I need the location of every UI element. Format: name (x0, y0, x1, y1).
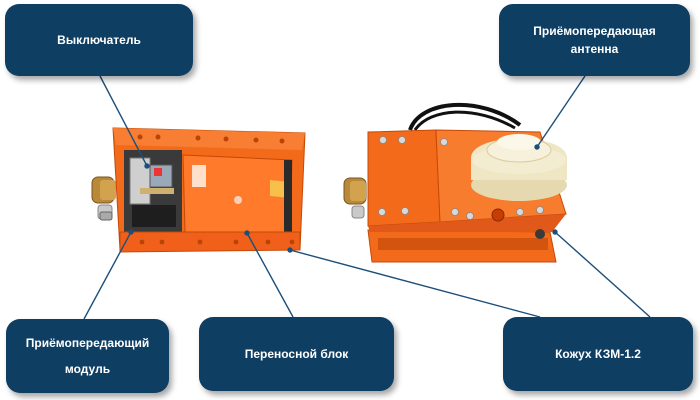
right-lid-screws (378, 136, 544, 220)
callout-module: Приёмопередающий модуль (6, 319, 169, 393)
callout-casing: Кожух КЗМ-1.2 (503, 317, 693, 391)
leader-module (83, 231, 132, 320)
leader-casing-right-tip (552, 229, 558, 235)
left-device (91, 127, 306, 253)
leader-portable-tip (244, 230, 250, 236)
leader-casing-right (554, 231, 651, 318)
callout-casing-label: Кожух КЗМ-1.2 (555, 347, 641, 361)
leader-switch-tip (144, 163, 150, 169)
leader-portable (246, 232, 294, 318)
switch-mechanism (129, 157, 176, 227)
leader-lines (83, 75, 651, 320)
leader-module-tip (128, 229, 134, 235)
callout-module-label: Приёмопередающий модуль (25, 336, 150, 376)
portable-block (182, 154, 293, 233)
leader-casing-left (289, 249, 541, 318)
callout-portable-block: Переносной блок (199, 317, 394, 391)
leader-antenna (536, 75, 586, 148)
callout-switch: Выключатель (5, 4, 193, 76)
callout-portable-block-label: Переносной блок (244, 347, 349, 361)
left-front-holes (139, 239, 295, 245)
callout-switch-label: Выключатель (57, 33, 141, 47)
antenna-dome (471, 134, 567, 201)
left-top-holes (137, 134, 285, 144)
callout-antenna: Приёмопередающая антенна (499, 4, 690, 76)
leader-switch (99, 75, 148, 167)
leader-antenna-tip (534, 144, 540, 150)
right-device (343, 103, 567, 263)
callout-antenna-label: Приёмопередающая антенна (533, 24, 656, 56)
leader-casing-left-tip (287, 247, 293, 253)
